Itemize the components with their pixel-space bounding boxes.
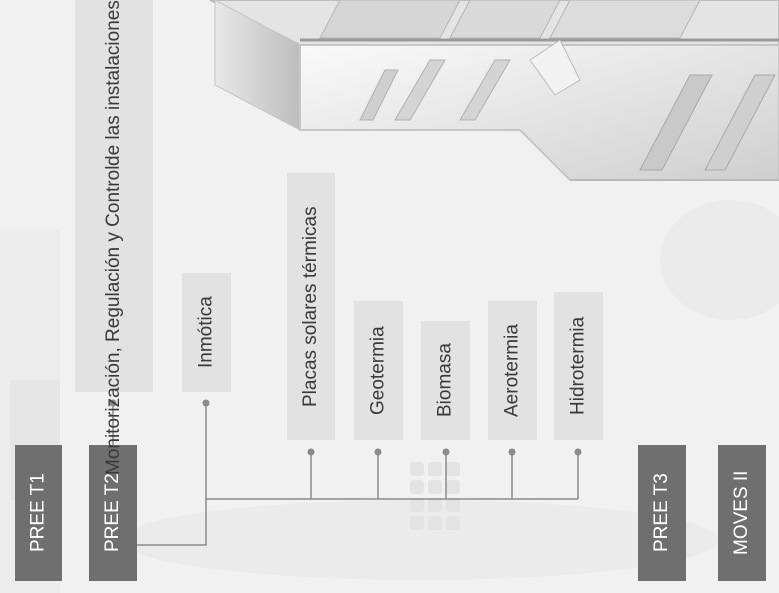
category-geotermia: Geotermia (354, 301, 403, 440)
program-moves-ii-label: MOVES II (731, 470, 752, 556)
category-aerotermia: Aerotermia (488, 301, 537, 440)
category-hidrotermia: Hidrotermia (554, 292, 603, 440)
category-monitorizacion: Monitorización, Regulación y Control de … (75, 0, 153, 475)
category-hidrotermia-label: Hidrotermia (567, 316, 589, 416)
program-pree-t1-label: PREE T1 (27, 473, 49, 553)
program-moves-ii[interactable]: MOVES II (718, 445, 766, 581)
category-placas-solares: Placas solares térmicas (287, 173, 335, 440)
program-pree-t3-label: PREE T3 (651, 473, 672, 553)
program-pree-t3[interactable]: PREE T3 (638, 445, 686, 581)
category-monitorizacion-line2: de las instalaciones Térmicas (103, 0, 124, 166)
category-inmotica: Inmótica (182, 273, 231, 392)
category-inmotica-label: Inmótica (195, 296, 217, 369)
category-biomasa-label: Biomasa (434, 343, 456, 418)
category-monitorizacion-line1: Monitorización, Regulación y Control (103, 165, 124, 476)
category-aerotermia-label: Aerotermia (501, 324, 523, 417)
program-pree-t1[interactable]: PREE T1 (15, 445, 62, 581)
tile-grid-icon (410, 462, 460, 530)
building-icon (209, 0, 779, 181)
category-biomasa: Biomasa (421, 321, 470, 440)
program-pree-t2-label: PREE T2 (102, 473, 123, 553)
category-geotermia-label: Geotermia (367, 326, 389, 415)
category-placas-solares-label: Placas solares térmicas (300, 206, 321, 407)
